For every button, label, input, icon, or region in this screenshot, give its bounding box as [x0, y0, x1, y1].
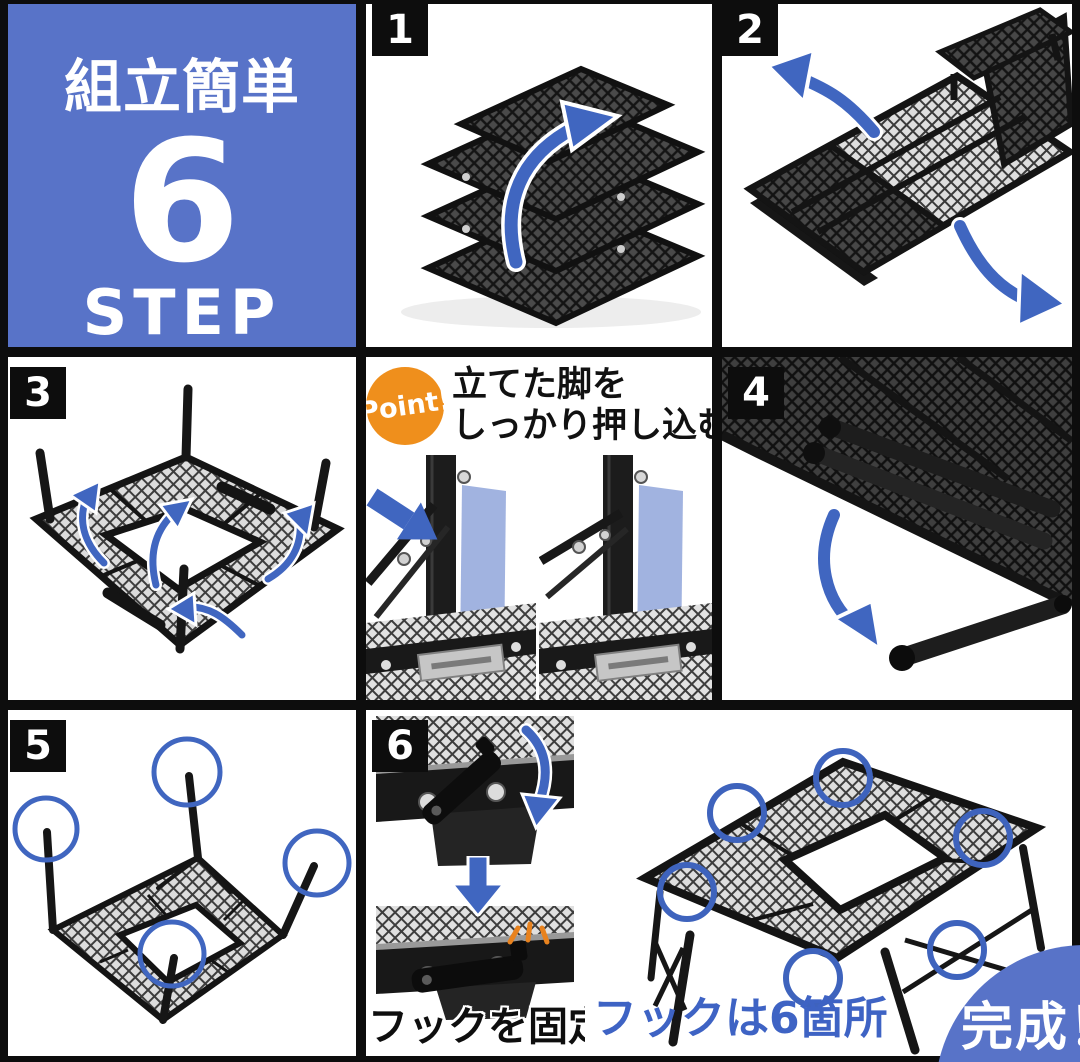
point-text-line2: しっかり押し込む [452, 406, 712, 447]
intro-panel: 組立簡単 6 STEP [8, 4, 356, 347]
intro-subtitle: STEP [82, 276, 282, 347]
hook-position-circles [657, 748, 1013, 1008]
point-panel: Point! 立てた脚を しっかり押し込む [366, 357, 712, 700]
frame-bottom [0, 1054, 1080, 1062]
step-5-badge: 5 [10, 720, 66, 772]
final-panel: フックは6箇所 [585, 710, 1072, 1056]
hook-count-note: フックは6箇所 [593, 993, 888, 1044]
step-3-panel: 3 [8, 357, 356, 700]
point-text-line1: 立てた脚を [452, 365, 628, 405]
leg-brace [539, 509, 624, 565]
step-6-panel: 6 [366, 710, 585, 1056]
leg-push-photo-after [539, 455, 712, 700]
divider-h1 [0, 347, 1080, 357]
down-arrow-icon [452, 856, 504, 916]
step-5-number: 5 [24, 723, 52, 769]
step-6-number: 6 [386, 723, 414, 769]
point-badge: Point! [366, 367, 453, 445]
hook-locked-photo [376, 906, 574, 1020]
stowed-leg-tubes [803, 416, 1061, 550]
step-2-number: 2 [736, 7, 764, 53]
curved-arrow-down-right-icon [951, 217, 1070, 330]
step-1-panel: 1 [366, 4, 712, 347]
step-3-badge: 3 [10, 367, 66, 419]
intro-step-count: 6 [123, 104, 241, 300]
step-3-number: 3 [24, 370, 52, 416]
table-legs [43, 772, 318, 1024]
frame-right [1072, 0, 1080, 1062]
leg-tube-photo [722, 357, 1072, 671]
detached-leg-tube [889, 595, 1072, 671]
curved-arrow-up-left-icon [764, 46, 883, 141]
divider-v2 [712, 0, 722, 710]
legs-extended-photo [12, 736, 352, 1024]
click-marks [507, 921, 550, 945]
push-arrow-icon [366, 488, 438, 540]
point-text: 立てた脚を しっかり押し込む [452, 365, 712, 448]
curved-arrow-icon [501, 99, 623, 272]
step-4-badge: 4 [728, 367, 784, 419]
assembled-table [636, 757, 1047, 1055]
legs-raised-photo [29, 384, 345, 654]
mesh-top [376, 906, 574, 944]
step-4-number: 4 [742, 370, 770, 416]
step-2-badge: 2 [722, 4, 778, 56]
step-1-badge: 1 [372, 4, 428, 56]
curved-arrow-down-icon [815, 506, 883, 654]
frame-left [0, 0, 8, 1062]
curved-arrow-down-icon [519, 723, 563, 831]
small-curved-arrow-icons [66, 478, 316, 641]
folded-tables-photo [401, 65, 706, 328]
hook-caption: フックを固定 [368, 1004, 585, 1050]
unfolded-table-photo [743, 7, 1072, 330]
step-1-number: 1 [386, 7, 414, 53]
point-badge-label: Point! [366, 384, 453, 428]
step-5-panel: 5 [8, 710, 356, 1056]
assembled-table-photo [636, 748, 1047, 1055]
intro-title: 組立簡単 [63, 53, 300, 121]
step-6-badge: 6 [372, 720, 428, 772]
divider-h2 [0, 700, 1080, 710]
hook-locked [411, 940, 528, 993]
leg-push-photo-before [366, 455, 536, 700]
divider-v1 [356, 0, 366, 1062]
complete-label: 完成！ [961, 998, 1080, 1058]
step-2-panel: 2 [722, 4, 1072, 347]
frame-top [0, 0, 1080, 4]
leg-tip-circles [12, 736, 352, 989]
step-4-panel: 4 [722, 357, 1072, 700]
flat-table [743, 7, 1072, 286]
hook-open [422, 736, 501, 825]
